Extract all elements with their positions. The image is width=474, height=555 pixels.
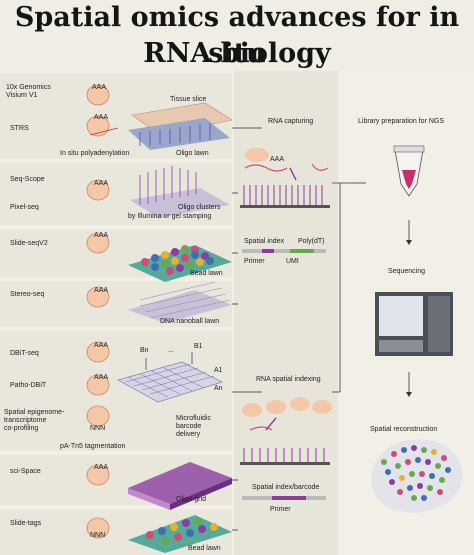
label-oligo-lawn: Oligo lawn xyxy=(176,150,209,157)
sequencer-icon xyxy=(375,292,453,356)
oligo-grid-illustration xyxy=(86,462,232,510)
label-pa-tn5: pA-Tn5 tagmentation xyxy=(60,443,126,450)
left-to-middle-arrows xyxy=(232,127,262,531)
label-aaa-2: AAA xyxy=(94,114,109,121)
label-rna-capturing: RNA capturing xyxy=(268,118,314,125)
label-bn: Bn xyxy=(140,347,149,354)
label-aaa-3: AAA xyxy=(94,180,109,187)
label-aaa-capture: AAA xyxy=(270,156,285,163)
label-primer-2: Primer xyxy=(270,506,291,513)
label-strs: STRS xyxy=(10,125,29,132)
bead-lawn-illustration xyxy=(86,232,232,282)
label-pixel-seq: Pixel-seq xyxy=(10,204,39,211)
label-poly-dt: Poly(dT) xyxy=(298,238,325,245)
label-dna-nanoball: DNA nanoball lawn xyxy=(160,318,220,325)
label-sci-space: sci-Space xyxy=(10,468,41,475)
ngs-tube-icon xyxy=(393,145,425,197)
label-oligo-clusters: Oligo clusters xyxy=(178,204,221,211)
bead-lawn-2-illustration xyxy=(86,515,232,553)
label-visium: 10x Genomics Visium V1 xyxy=(6,84,51,99)
label-spatial-index-barcode: Spatial index/barcode xyxy=(252,484,320,491)
arrow-head-2 xyxy=(406,392,412,397)
label-sequencing: Sequencing xyxy=(388,268,425,275)
label-in-situ-polya: In situ polyadenylation xyxy=(60,150,130,157)
tissue-slice-illustration xyxy=(128,102,233,150)
label-nnn-1: NNN xyxy=(90,425,106,432)
label-a1: A1 xyxy=(214,367,223,374)
label-bead-lawn: Bead lawn xyxy=(190,270,223,277)
label-aaa-8: AAA xyxy=(94,464,109,471)
title-line-2: RNA biology xyxy=(143,38,331,69)
label-nnn-2: NNN xyxy=(90,532,106,539)
label-spatial-index: Spatial index xyxy=(244,238,285,245)
label-seq-scope: Seq-Scope xyxy=(10,176,45,183)
label-microfluidic: Microfluidic barcode delivery xyxy=(176,415,212,438)
label-tissue-slice: Tissue slice xyxy=(170,96,207,103)
label-dots: ... xyxy=(168,347,174,354)
rna-capture-illustration xyxy=(240,148,330,253)
title-line-1: Spatial omics advances for in situ xyxy=(14,2,460,69)
label-bead-lawn-2: Bead lawn xyxy=(188,545,221,552)
spatial-reconstruction-map xyxy=(371,439,463,513)
label-aaa-7: AAA xyxy=(94,374,109,381)
label-primer: Primer xyxy=(244,258,265,265)
label-by-illumina: by Illumina or gel stamping xyxy=(128,213,212,220)
dbit-grid-illustration xyxy=(86,341,223,427)
figure-title: Spatial omics advances for in situ RNA b… xyxy=(0,0,474,70)
nanoball-lawn-illustration xyxy=(86,281,232,323)
label-rna-spatial-indexing: RNA spatial indexing xyxy=(256,376,321,383)
middle-to-right-arrows xyxy=(332,182,366,393)
label-spatial-reconstruction: Spatial reconstruction xyxy=(370,426,438,433)
oligo-clusters-illustration xyxy=(86,166,230,218)
label-aaa-6: AAA xyxy=(94,342,109,349)
label-dbit-seq: DBiT-seq xyxy=(10,350,39,357)
label-spatial-epi: Spatial epigenome- transcriptome co-prof… xyxy=(4,409,65,432)
label-b1: B1 xyxy=(194,343,203,350)
label-stereo-seq: Stereo-seq xyxy=(10,291,45,298)
label-library-prep: Library preparation for NGS xyxy=(358,118,444,125)
label-aaa-4: AAA xyxy=(94,232,109,239)
label-an: An xyxy=(214,385,223,392)
label-aaa-5: AAA xyxy=(94,287,109,294)
rna-indexing-illustration xyxy=(240,397,332,500)
cell-icon-visium xyxy=(86,84,119,137)
label-patho-dbit: Patho-DBiT xyxy=(10,382,47,389)
label-slide-seqv2: Slide-seqV2 xyxy=(10,240,48,247)
arrow-head-1 xyxy=(406,240,412,245)
label-aaa-1: AAA xyxy=(92,84,107,91)
label-oligo-grid: Oligo grid xyxy=(176,496,206,503)
label-slide-tags: Slide-tags xyxy=(10,520,42,527)
label-umi: UMI xyxy=(286,258,299,265)
